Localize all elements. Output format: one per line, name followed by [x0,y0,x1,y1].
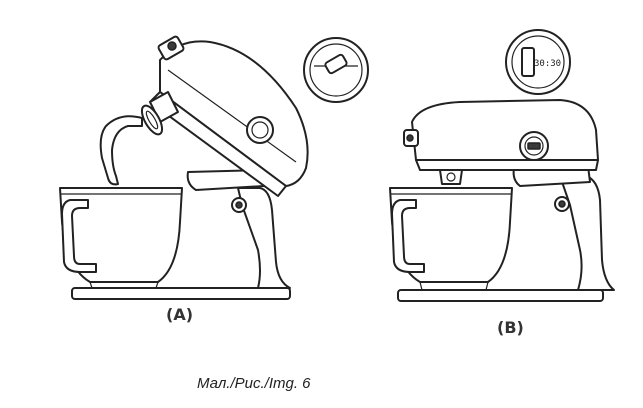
zoom-detail-a [303,37,369,103]
mixer-panel-b [389,99,615,302]
panel-a-label: (A) [166,305,194,324]
mixer-column-a [237,187,291,289]
dough-hook-a [99,115,143,186]
mixer-head-a [140,35,309,197]
mixer-base-a [71,287,291,300]
panel-b-label: (B) [497,318,524,337]
zoom-detail-b: 30:30 [505,29,571,95]
lock-icon [324,53,348,75]
timer-dial-a [246,116,274,144]
mixer-panel-a [59,35,309,300]
mixer-column-b [559,175,615,291]
timer-readout: 30:30 [534,59,561,69]
bowl-handle-b [391,199,425,273]
mixer-arm-a [186,169,265,191]
figure-caption: Мал./Рис./Img. 6 [197,375,311,392]
mixer-head-b [403,99,599,185]
splash-guard-a [140,104,164,136]
bowl-handle-a [61,199,97,273]
mixer-base-b [397,289,604,302]
